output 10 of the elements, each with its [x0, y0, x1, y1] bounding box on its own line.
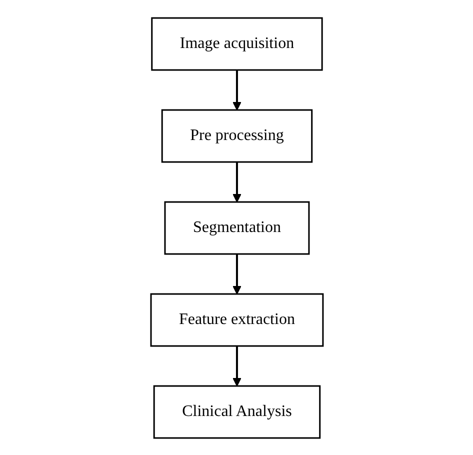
- node-box: [150, 16, 322, 70]
- node-box: [150, 292, 324, 346]
- node-box: [160, 108, 312, 162]
- node-box: [152, 384, 320, 438]
- arrow: [232, 162, 241, 202]
- flowchart: Image acquisition Pre processing Segmentation Feature extraction Clinical Analysis: [142, 10, 330, 446]
- arrow: [232, 346, 241, 386]
- arrow: [232, 254, 241, 294]
- arrow: [232, 70, 241, 110]
- node-box: [164, 200, 310, 254]
